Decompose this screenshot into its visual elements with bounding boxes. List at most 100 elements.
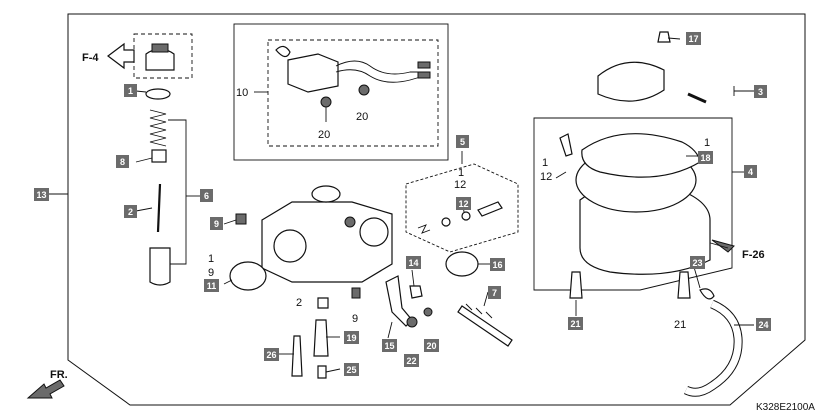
svg-text:12: 12 xyxy=(458,199,468,209)
boxed-callout-11: 11 xyxy=(204,279,219,292)
diagram-frame xyxy=(67,13,806,406)
boxed-callout-1: 1 xyxy=(124,84,137,97)
svg-text:6: 6 xyxy=(204,191,209,201)
svg-text:13: 13 xyxy=(36,190,46,200)
svg-text:7: 7 xyxy=(492,288,497,298)
callout-20a: 20 xyxy=(318,129,330,141)
float-chamber-part xyxy=(575,133,711,275)
arrow-f4-icon xyxy=(107,42,135,70)
callout-1b: 1 xyxy=(458,167,464,179)
boxed-callout-12: 12 xyxy=(456,197,471,210)
chamber-screw-part xyxy=(559,133,573,157)
screw-2-part xyxy=(317,297,329,309)
svg-text:21: 21 xyxy=(570,319,580,329)
svg-text:5: 5 xyxy=(460,137,465,147)
boxed-callout-15: 15 xyxy=(382,339,397,352)
svg-text:24: 24 xyxy=(758,320,768,330)
boxed-callout-16: 16 xyxy=(490,258,505,271)
svg-text:8: 8 xyxy=(120,157,125,167)
cover-screw-part xyxy=(657,31,671,43)
svg-text:2: 2 xyxy=(128,207,133,217)
needle-part xyxy=(156,183,162,233)
boxed-callout-8: 8 xyxy=(116,155,129,168)
nut-9b-part xyxy=(351,287,361,299)
sensor-harness-part xyxy=(275,45,431,122)
jet-19-part xyxy=(313,319,329,357)
svg-text:19: 19 xyxy=(346,333,356,343)
callout-10: 10 xyxy=(236,87,248,99)
boxed-callout-22: 22 xyxy=(404,354,419,367)
svg-text:4: 4 xyxy=(748,167,753,177)
svg-text:1: 1 xyxy=(128,86,133,96)
screw-20-part xyxy=(423,307,433,317)
callout-12a: 12 xyxy=(454,179,466,191)
callout-1c: 1 xyxy=(542,157,548,169)
screw-22-part xyxy=(406,316,418,328)
callout-1a: 1 xyxy=(208,253,214,265)
callout-9a: 9 xyxy=(208,267,214,279)
boxed-callout-25: 25 xyxy=(344,363,359,376)
cap-part xyxy=(145,43,175,71)
valve-part xyxy=(149,247,171,286)
boxed-callout-24: 24 xyxy=(756,318,771,331)
spring-part xyxy=(149,109,167,147)
ref-label-f26: F-26 xyxy=(742,249,765,261)
svg-text:14: 14 xyxy=(408,258,418,268)
svg-text:26: 26 xyxy=(266,350,276,360)
washer-part xyxy=(145,88,171,100)
boxed-callout-9: 9 xyxy=(210,217,223,230)
carburetor-body-part xyxy=(261,185,393,283)
boxed-callout-7: 7 xyxy=(488,286,501,299)
boxed-callout-21: 21 xyxy=(568,317,583,330)
svg-text:22: 22 xyxy=(406,356,416,366)
boxed-callout-3: 3 xyxy=(754,85,767,98)
boxed-callout-19: 19 xyxy=(344,331,359,344)
diagram-code: K328E2100A xyxy=(756,402,815,413)
bolt-21a-part xyxy=(569,271,583,299)
svg-text:25: 25 xyxy=(346,365,356,375)
harness-group-inner-box xyxy=(267,39,439,147)
jet-25-part xyxy=(317,365,327,379)
svg-text:16: 16 xyxy=(492,260,502,270)
boxed-callout-6: 6 xyxy=(200,189,213,202)
callout-20b: 20 xyxy=(356,111,368,123)
nut-9-part xyxy=(235,213,247,225)
holder-part xyxy=(151,149,167,163)
o-ring-part xyxy=(229,261,267,291)
svg-text:15: 15 xyxy=(384,341,394,351)
float-needle-part xyxy=(457,303,513,347)
leader-lines xyxy=(46,37,754,373)
ref-label-f4: F-4 xyxy=(82,52,99,64)
boxed-callout-17: 17 xyxy=(686,32,701,45)
boxed-callout-2: 2 xyxy=(124,205,137,218)
screw-26-part xyxy=(291,335,303,377)
svg-text:23: 23 xyxy=(692,258,702,268)
float-part xyxy=(445,251,479,277)
svg-text:18: 18 xyxy=(700,153,710,163)
top-cover-part xyxy=(597,61,707,104)
svg-text:9: 9 xyxy=(214,219,219,229)
arrow-front-icon xyxy=(26,379,65,399)
svg-text:3: 3 xyxy=(758,87,763,97)
ref-label-front: FR. xyxy=(50,369,68,381)
harness-group-outer-box xyxy=(233,23,449,161)
jet-needle-part xyxy=(417,201,503,234)
clip-part xyxy=(409,285,423,299)
svg-text:20: 20 xyxy=(426,341,436,351)
needle-group-box xyxy=(405,163,519,253)
callout-2: 2 xyxy=(296,297,302,309)
boxed-callout-20: 20 xyxy=(424,339,439,352)
boxed-callout-23: 23 xyxy=(690,256,705,269)
callout-21a: 21 xyxy=(674,319,686,331)
boxed-callout-26: 26 xyxy=(264,348,279,361)
bolt-21b-part xyxy=(677,271,691,299)
callout-1d: 1 xyxy=(704,137,710,149)
clip-23-part xyxy=(699,288,715,300)
svg-text:17: 17 xyxy=(688,34,698,44)
boxed-callout-13: 13 xyxy=(34,188,49,201)
boxed-callout-18: 18 xyxy=(698,151,713,164)
arrow-f26-icon xyxy=(711,239,735,253)
boxed-callout-5: 5 xyxy=(456,135,469,148)
